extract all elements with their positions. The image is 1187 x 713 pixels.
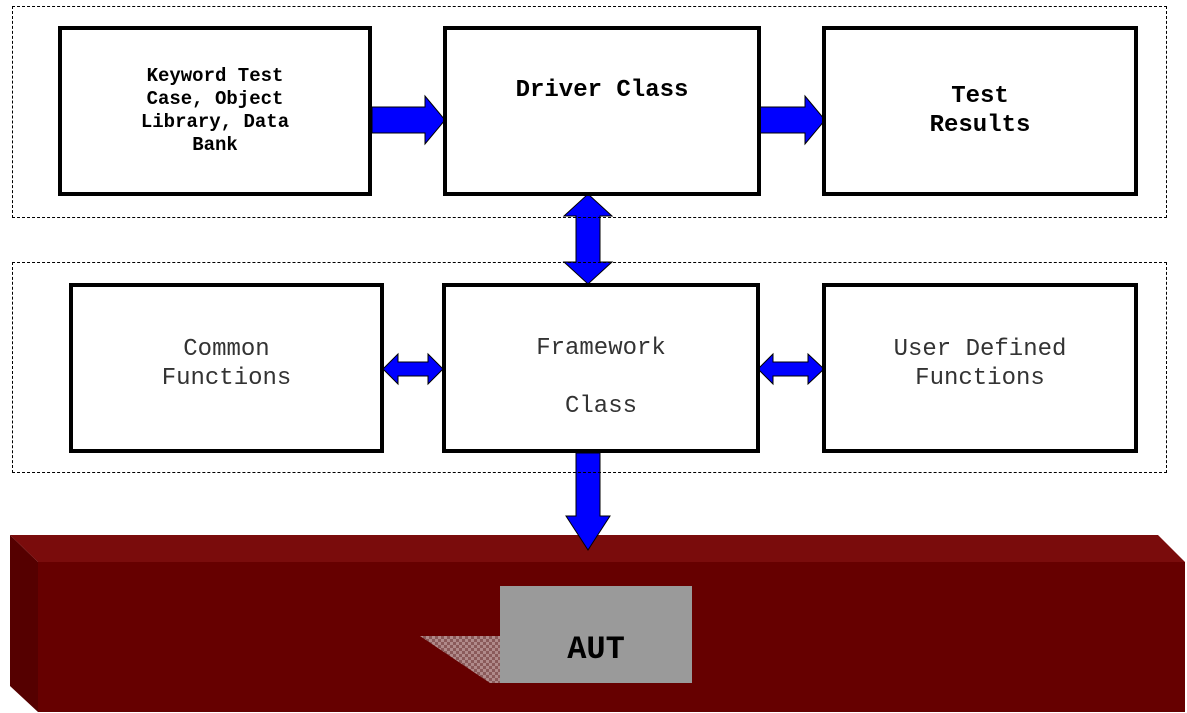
aut-label: AUT	[567, 631, 625, 668]
arrow-inputs-to-driver	[371, 94, 446, 146]
common-functions-box: Common Functions	[69, 283, 384, 453]
framework-layer-group	[12, 262, 1167, 473]
framework-class-label: Framework Class	[536, 335, 666, 420]
test-results-label: Test Results	[929, 83, 1031, 139]
top-layer-group	[12, 6, 1167, 218]
inputs-label: Keyword Test Case, Object Library, Data …	[140, 65, 290, 156]
aut-slab-top	[10, 535, 1185, 562]
aut-box	[500, 586, 692, 683]
test-results-box: Test Results	[822, 26, 1138, 196]
common-functions-label: Common Functions	[161, 336, 292, 392]
aut-box-shadow	[420, 636, 502, 683]
framework-class-box: Framework Class	[442, 283, 760, 453]
arrow-framework-to-aut	[565, 452, 611, 551]
inputs-box: Keyword Test Case, Object Library, Data …	[58, 26, 372, 196]
user-defined-functions-box: User Defined Functions	[822, 283, 1138, 453]
aut-slab-side	[10, 535, 38, 712]
user-defined-functions-label: User Defined Functions	[893, 336, 1067, 392]
driver-class-box: Driver Class	[443, 26, 761, 196]
driver-class-label: Driver Class	[515, 77, 689, 104]
arrow-driver-to-results	[759, 94, 826, 146]
